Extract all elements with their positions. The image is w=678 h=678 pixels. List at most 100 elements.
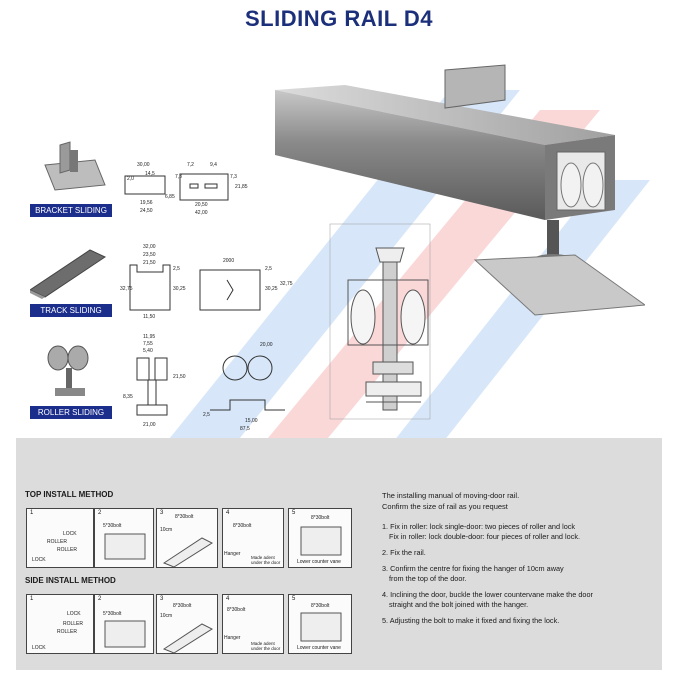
step-illustration	[104, 620, 146, 648]
dim-roller-3: 5,40	[143, 348, 153, 354]
dim-bracket-2: 2,0	[127, 176, 134, 182]
dim-track-10: 30,25	[265, 286, 278, 292]
step-label: Made adent under the door	[251, 641, 281, 651]
step-label: 8*30bolt	[311, 603, 330, 609]
manual-step-4b: straight and the bolt joined with the ha…	[389, 600, 529, 609]
step-illustration	[104, 533, 146, 560]
step-label: ROLLER	[63, 621, 84, 627]
dim-track-1: 32,00	[143, 244, 156, 250]
dim-track-6: 30,25	[173, 286, 186, 292]
dim-track-9: 2,5	[265, 266, 272, 272]
step-label: LOCK	[67, 611, 81, 617]
dim-roller-9: 15,00	[245, 418, 258, 424]
roller-photo	[47, 345, 89, 396]
dim-roller-6: 21,00	[143, 422, 156, 428]
step-number: 3	[160, 510, 164, 516]
top-step-3: 3 8*30bolt 10cm	[156, 508, 218, 568]
dim-roller-2: 7,55	[143, 341, 153, 347]
step-label: 10cm	[160, 527, 173, 533]
step-label: 10cm	[160, 613, 173, 619]
step-label: ROLLER	[57, 629, 78, 635]
dim-roller-7: 20,00	[260, 342, 273, 348]
track-photo	[30, 249, 107, 299]
roller-cross-section-drawing	[329, 223, 431, 420]
step-label: Made adent under the door	[251, 555, 281, 565]
step-number: 5	[292, 596, 296, 602]
manual-step-4a: 4. Inclining the door, buckle the lower …	[382, 590, 593, 599]
manual-intro-1: The installing manual of moving-door rai…	[382, 491, 520, 500]
top-install-title: TOP INSTALL METHOD	[25, 490, 114, 499]
side-step-2: 2 5*30bolt	[94, 594, 154, 654]
step-label: Lower counter vane	[297, 645, 341, 651]
top-step-2: 2 5*30bolt	[94, 508, 154, 568]
step-label: Lower counter vane	[297, 559, 341, 565]
step-number: 2	[98, 510, 102, 516]
step-label: 8*30bolt	[233, 523, 252, 529]
manual-step-3a: 3. Confirm the centre for fixing the han…	[382, 564, 564, 573]
dim-bracket-12: 20,50	[195, 202, 208, 208]
manual-step-5: 5. Adjusting the bolt to make it fixed a…	[382, 616, 560, 625]
step-number: 3	[160, 596, 164, 602]
dim-track-7: 11,50	[143, 314, 155, 320]
dim-roller-8: 2,5	[203, 412, 210, 418]
dim-bracket-9: 7,3	[175, 174, 182, 180]
side-step-1: 1 LOCK ROLLER ROLLER LOCK	[26, 594, 94, 654]
side-step-3: 3 8*30bolt 10cm	[156, 594, 218, 654]
dim-track-8: 2000	[223, 258, 234, 264]
step-illustration	[162, 623, 214, 653]
step-label: 8*30bolt	[227, 607, 246, 613]
step-label: 5*30bolt	[103, 611, 122, 617]
dim-bracket-6: 6,85	[165, 194, 175, 200]
manual-step-1a: 1. Fix in roller: lock single-door: two …	[382, 522, 576, 531]
step-label: 8*30bolt	[311, 515, 330, 521]
dim-bracket-5: 24,50	[140, 208, 153, 214]
manual-step-1b: Fix in roller: lock double-door: four pi…	[389, 532, 581, 541]
step-label: LOCK	[32, 645, 46, 651]
dim-bracket-10: 7,3	[230, 174, 237, 180]
roller-label: ROLLER SLIDING	[30, 406, 112, 419]
bracket-drawings: 30,00 2,0 14,5 19,56 24,50 6,85 7,2 9,4 …	[124, 162, 248, 216]
bracket-photo	[44, 141, 106, 191]
step-label: 5*30bolt	[103, 523, 122, 529]
track-drawings: 32,00 23,50 21,50 2,5 32,75 30,25 11,50 …	[120, 244, 293, 320]
page-title: SLIDING RAIL D4	[244, 6, 433, 31]
side-step-4: 4 8*30bolt Hanger Made adent under the d…	[222, 594, 284, 654]
manual-step-3b: from the top of the door.	[389, 574, 467, 583]
dim-roller-5: 8,35	[123, 394, 133, 400]
manual-step-2: 2. Fix the rail.	[382, 548, 426, 557]
side-install-title: SIDE INSTALL METHOD	[25, 576, 116, 585]
dim-bracket-7: 7,2	[187, 162, 194, 168]
rail-product-image	[275, 64, 645, 316]
dim-bracket-4: 19,56	[140, 200, 153, 206]
manual-text: The installing manual of moving-door rai…	[382, 490, 657, 626]
top-step-1: 1 LOCK ROLLER ROLLER LOCK	[26, 508, 94, 568]
step-number: 1	[30, 510, 34, 516]
top-step-5: 5 8*30bolt Lower counter vane	[288, 508, 352, 568]
step-label: Hanger	[224, 551, 241, 557]
dim-bracket-3: 14,5	[145, 171, 155, 177]
bracket-label: BRACKET SLIDING	[30, 204, 112, 217]
dim-bracket-1: 30,00	[137, 162, 150, 168]
dim-roller-1: 11,95	[143, 334, 155, 340]
dim-bracket-13: 42,00	[195, 210, 208, 216]
roller-drawings: 11,95 7,55 5,40 21,50 8,35 21,00 20,00 2…	[123, 334, 285, 432]
dim-track-5: 32,75	[120, 286, 133, 292]
side-step-5: 5 8*30bolt Lower counter vane	[288, 594, 352, 654]
step-label: LOCK	[32, 557, 46, 563]
step-label: Hanger	[224, 635, 241, 641]
dim-track-2: 23,50	[143, 252, 156, 258]
dim-bracket-11: 21,85	[235, 184, 248, 190]
dim-track-3: 21,50	[143, 260, 156, 266]
step-illustration	[300, 612, 342, 642]
step-illustration	[300, 526, 342, 556]
dim-track-4: 2,5	[173, 266, 180, 272]
step-number: 2	[98, 596, 102, 602]
step-label: ROLLER	[47, 539, 68, 545]
dim-bracket-8: 9,4	[210, 162, 217, 168]
step-label: ROLLER	[57, 547, 78, 553]
top-step-4: 4 8*30bolt Hanger Made adent under the d…	[222, 508, 284, 568]
step-label: LOCK	[63, 531, 77, 537]
dim-roller-10: 87,5	[240, 426, 250, 432]
step-label: 8*30bolt	[173, 603, 192, 609]
manual-intro-2: Confirm the size of rail as you request	[382, 502, 508, 511]
